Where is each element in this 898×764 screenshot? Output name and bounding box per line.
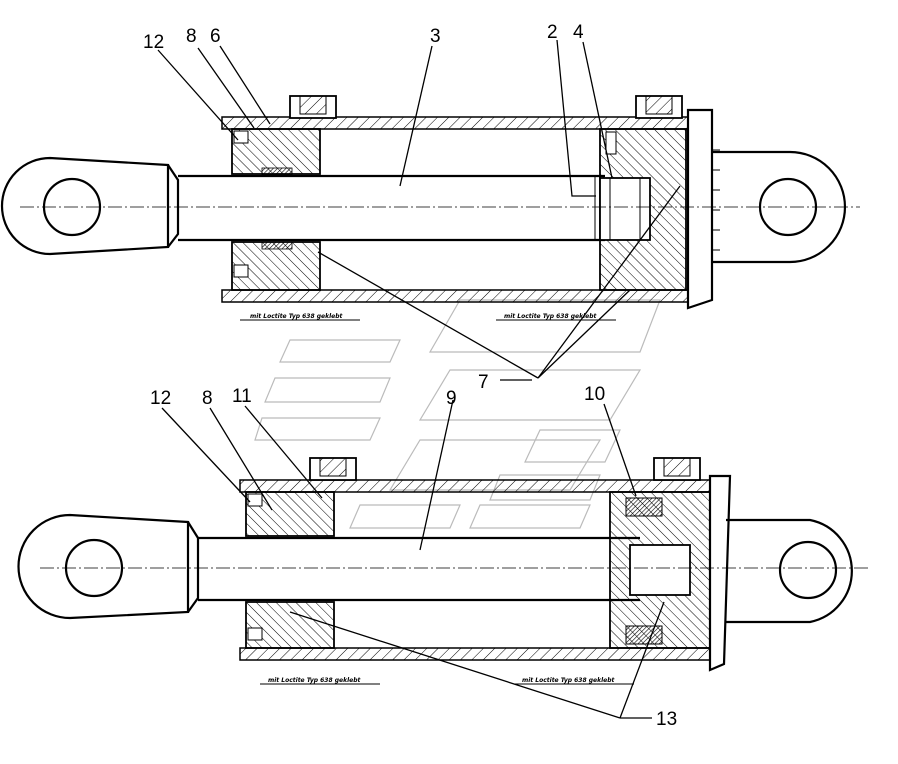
callout-7: 7 (478, 372, 489, 393)
leader-lines (157, 39, 681, 719)
callout-10: 10 (584, 384, 605, 405)
bottom-barrel-wall-upper (239, 479, 711, 493)
callout-8-top: 8 (186, 26, 197, 47)
note-loctite-bottom-right: mit Loctite Typ 638 geklebt (522, 677, 616, 684)
top-rod-eye (0, 156, 170, 256)
top-cylinder (0, 95, 860, 310)
callout-3-top: 3 (430, 26, 441, 47)
bottom-clevis-eye (726, 518, 853, 624)
bottom-barrel-wall-lower (239, 647, 711, 661)
top-barrel-wall-lower (221, 289, 689, 303)
note-loctite-top-left: mit Loctite Typ 638 geklebt (250, 313, 344, 320)
callout-12-bottom: 12 (150, 388, 171, 409)
callout-11: 11 (232, 386, 252, 407)
callout-8-bottom: 8 (202, 388, 213, 409)
callout-2-top: 2 (547, 22, 558, 43)
callout-6-top: 6 (210, 26, 221, 47)
bottom-rod-eye (17, 513, 190, 620)
bottom-gland-lower (245, 601, 335, 649)
callout-12-top: 12 (143, 32, 164, 53)
callout-9: 9 (446, 388, 457, 409)
callout-4-top: 4 (573, 22, 584, 43)
callout-13: 13 (656, 709, 677, 730)
note-loctite-bottom-left: mit Loctite Typ 638 geklebt (268, 677, 362, 684)
bottom-cylinder (17, 457, 870, 672)
note-loctite-top-right: mit Loctite Typ 638 geklebt (504, 313, 598, 320)
